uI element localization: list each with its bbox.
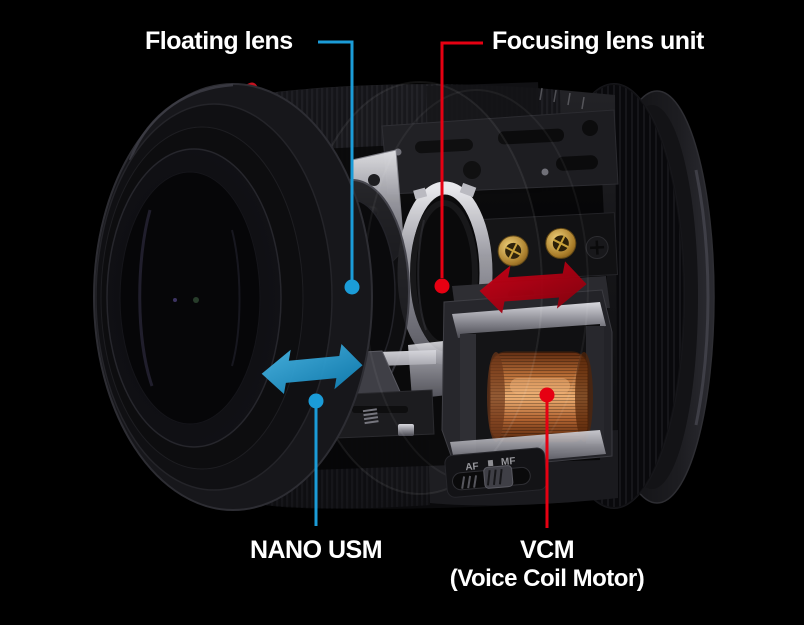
af-mf-switch: AF MF	[444, 447, 548, 498]
gold-contact-screw	[497, 235, 529, 267]
focusing-lens-unit-label: Focusing lens unit	[492, 27, 704, 55]
zoom-scale-ticks	[539, 87, 585, 110]
front-lens-group	[93, 83, 373, 511]
vcm-sub-label: (Voice Coil Motor)	[449, 565, 645, 592]
blue-motion-arrow	[261, 343, 363, 394]
nano-usm-label: NANO USM	[249, 536, 383, 564]
contact-block	[481, 212, 619, 282]
red-motion-arrow	[479, 261, 587, 314]
vcm-label: VCM	[519, 536, 575, 564]
gold-contact-screw	[545, 227, 577, 259]
mf-switch-label: MF	[501, 456, 516, 468]
spring	[362, 408, 379, 425]
af-switch-label: AF	[465, 461, 479, 473]
floating-lens-label: Floating lens	[145, 27, 293, 55]
focusing-lens-unit-callout-line	[440, 41, 483, 278]
nano-usm-callout-dot	[308, 393, 324, 409]
vcm-coil	[487, 351, 593, 443]
vcm-callout-dot	[539, 387, 555, 403]
floating-lens-callout-dot	[344, 279, 360, 295]
focusing-lens-unit-callout-dot	[434, 278, 450, 294]
floating-lens-callout-line	[318, 40, 354, 280]
black-screw	[585, 236, 609, 260]
switch-knob	[483, 465, 514, 489]
